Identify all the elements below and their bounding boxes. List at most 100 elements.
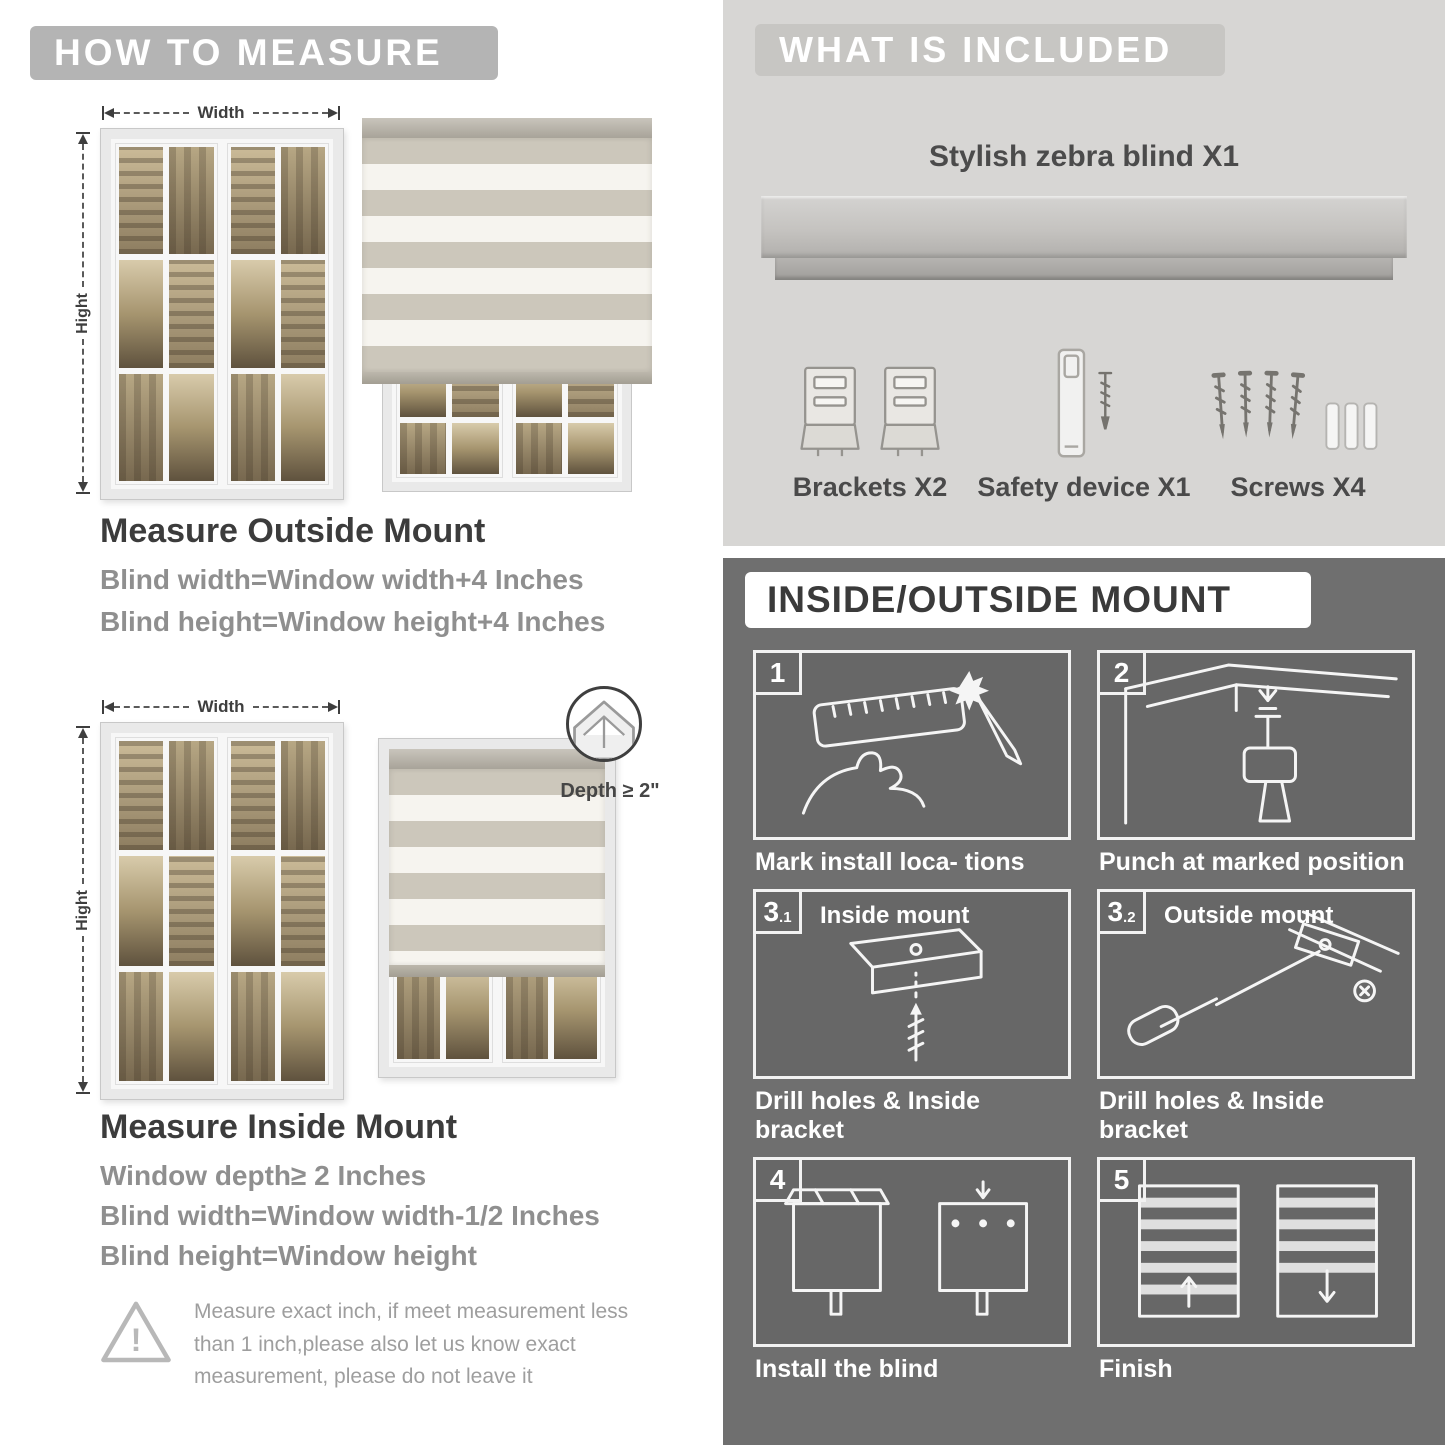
depth-magnifier-circle — [566, 686, 642, 762]
step-caption: Punch at marked position — [1099, 848, 1405, 876]
measure-dash — [82, 738, 84, 884]
how-to-measure-header: HOW TO MEASURE — [30, 26, 498, 80]
install-blind-icon — [784, 1180, 1029, 1316]
outside-bracket-icon — [1127, 910, 1400, 1046]
warning-text: Measure exact inch, if meet measurement … — [194, 1300, 629, 1389]
finish-icon — [1138, 1184, 1378, 1318]
inside-mount-line: Blind height=Window height — [100, 1240, 477, 1271]
mount-step-1: 1 Mark install loca- tions — [753, 650, 1071, 877]
mount-step-5: 5 — [1097, 1157, 1415, 1384]
mount-step-3-1: 3.1 Inside mount Dri — [753, 889, 1071, 1145]
step-caption: Mark install loca- tions — [755, 848, 1025, 876]
measure-tick — [76, 1092, 90, 1094]
window-sash — [115, 143, 218, 485]
inside-mount-line: Window depth≥ 2 Inches — [100, 1160, 427, 1191]
blind-bottom-rail — [389, 965, 605, 977]
zebra-blind-illustration-inside — [378, 738, 616, 1078]
step-1-panel: 1 — [753, 650, 1071, 840]
inside-mount-line: Blind width=Window width-1/2 Inches — [100, 1200, 600, 1231]
what-is-included-title: WHAT IS INCLUDED — [779, 29, 1173, 70]
blind-cassette — [362, 118, 652, 138]
measure-tick — [76, 492, 90, 494]
step-number: 3.1 — [756, 892, 802, 934]
arrow-down-icon — [78, 482, 88, 492]
window-corner-icon — [573, 700, 635, 759]
blind-bottom-rail — [362, 372, 652, 384]
measure-dash — [252, 112, 328, 114]
height-label: Hight — [74, 889, 91, 931]
height-measure: Hight — [74, 132, 92, 494]
arrow-left-icon — [104, 108, 114, 118]
measure-dash — [82, 339, 84, 482]
included-item-safety-device: Safety device X1 — [977, 326, 1191, 503]
arrow-left-icon — [104, 702, 114, 712]
measure-dash — [114, 112, 190, 114]
screws-icon — [1211, 370, 1378, 450]
step-3-2-panel: 3.2 Outside mount — [1097, 889, 1415, 1079]
mount-step-4: 4 — [753, 1157, 1071, 1384]
width-label: Width — [197, 103, 245, 122]
included-items-row: Brackets X2 — [763, 326, 1405, 503]
mount-steps-grid: 1 Mark install loca- tions — [753, 650, 1415, 1396]
safety-device-icon — [1057, 348, 1113, 458]
window-illustration-outside: Width Hight — [72, 98, 344, 500]
measure-tick — [76, 132, 90, 134]
safety-device-illustration — [1044, 326, 1124, 464]
measure-tick — [102, 700, 104, 714]
step-number: 3.2 — [1100, 892, 1146, 934]
step-number: 1 — [756, 653, 802, 695]
arrow-up-icon — [78, 728, 88, 738]
window-glass — [111, 139, 333, 489]
step-title: Inside mount — [820, 902, 970, 929]
inside-mount-heading: Measure Inside Mount — [100, 1108, 458, 1146]
brackets-illustration — [796, 326, 944, 464]
arrow-right-icon — [328, 702, 338, 712]
mount-title: INSIDE/OUTSIDE MOUNT — [767, 579, 1232, 620]
anchor-icon — [1325, 402, 1378, 450]
svg-text:!: ! — [131, 1322, 142, 1358]
blind-stripes — [362, 138, 652, 372]
outside-mount-heading: Measure Outside Mount — [100, 512, 486, 550]
blind-headrail-lip — [775, 258, 1393, 280]
width-label: Width — [197, 697, 245, 716]
brackets-label: Brackets X2 — [792, 472, 948, 502]
arrow-right-icon — [328, 108, 338, 118]
arrow-up-icon — [78, 134, 88, 144]
how-to-measure-title: HOW TO MEASURE — [54, 32, 443, 73]
window-glass — [111, 733, 333, 1089]
step-number: 2 — [1100, 653, 1146, 695]
blind-cassette — [389, 749, 605, 769]
zebra-blind — [362, 118, 652, 384]
mount-step-3-2: 3.2 Outside mount — [1097, 889, 1415, 1145]
measure-tick — [102, 106, 104, 120]
measure-dash — [82, 936, 84, 1082]
measure-tick — [338, 106, 340, 120]
window-illustration-inside: Width Hight — [72, 692, 344, 1100]
drill-icon — [1124, 663, 1398, 825]
window-frame — [100, 128, 344, 500]
what-is-included-section: WHAT IS INCLUDED Stylish zebra blind X1 — [723, 0, 1445, 546]
product-label: Stylish zebra blind X1 — [928, 140, 1240, 173]
step-3-1-panel: 3.1 Inside mount — [753, 889, 1071, 1079]
zebra-blind-illustration-outside — [362, 118, 652, 492]
width-measure: Width — [102, 697, 340, 716]
step-caption: Install the blind — [755, 1355, 939, 1383]
zebra-blind — [389, 749, 605, 977]
measure-tick — [338, 700, 340, 714]
what-is-included-header: WHAT IS INCLUDED — [755, 24, 1225, 76]
step-title: Outside mount — [1164, 902, 1334, 929]
width-measure: Width — [102, 103, 340, 122]
measurement-warning: ! Measure exact inch, if meet measuremen… — [98, 1296, 646, 1394]
mount-step-2: 2 Punch at mar — [1097, 650, 1415, 877]
step-caption: Finish — [1099, 1355, 1173, 1383]
exclamation-triangle-icon: ! — [101, 1301, 171, 1363]
screws-illustration — [1205, 326, 1391, 464]
window-frame — [100, 722, 344, 1100]
outside-mount-line: Blind height=Window height+4 Inches — [100, 606, 606, 637]
step-2-panel: 2 — [1097, 650, 1415, 840]
step-number: 5 — [1100, 1160, 1146, 1202]
height-label: Hight — [74, 292, 91, 334]
window-sash — [226, 143, 329, 485]
step-caption: Drill holes & Inside bracket — [755, 1087, 981, 1144]
